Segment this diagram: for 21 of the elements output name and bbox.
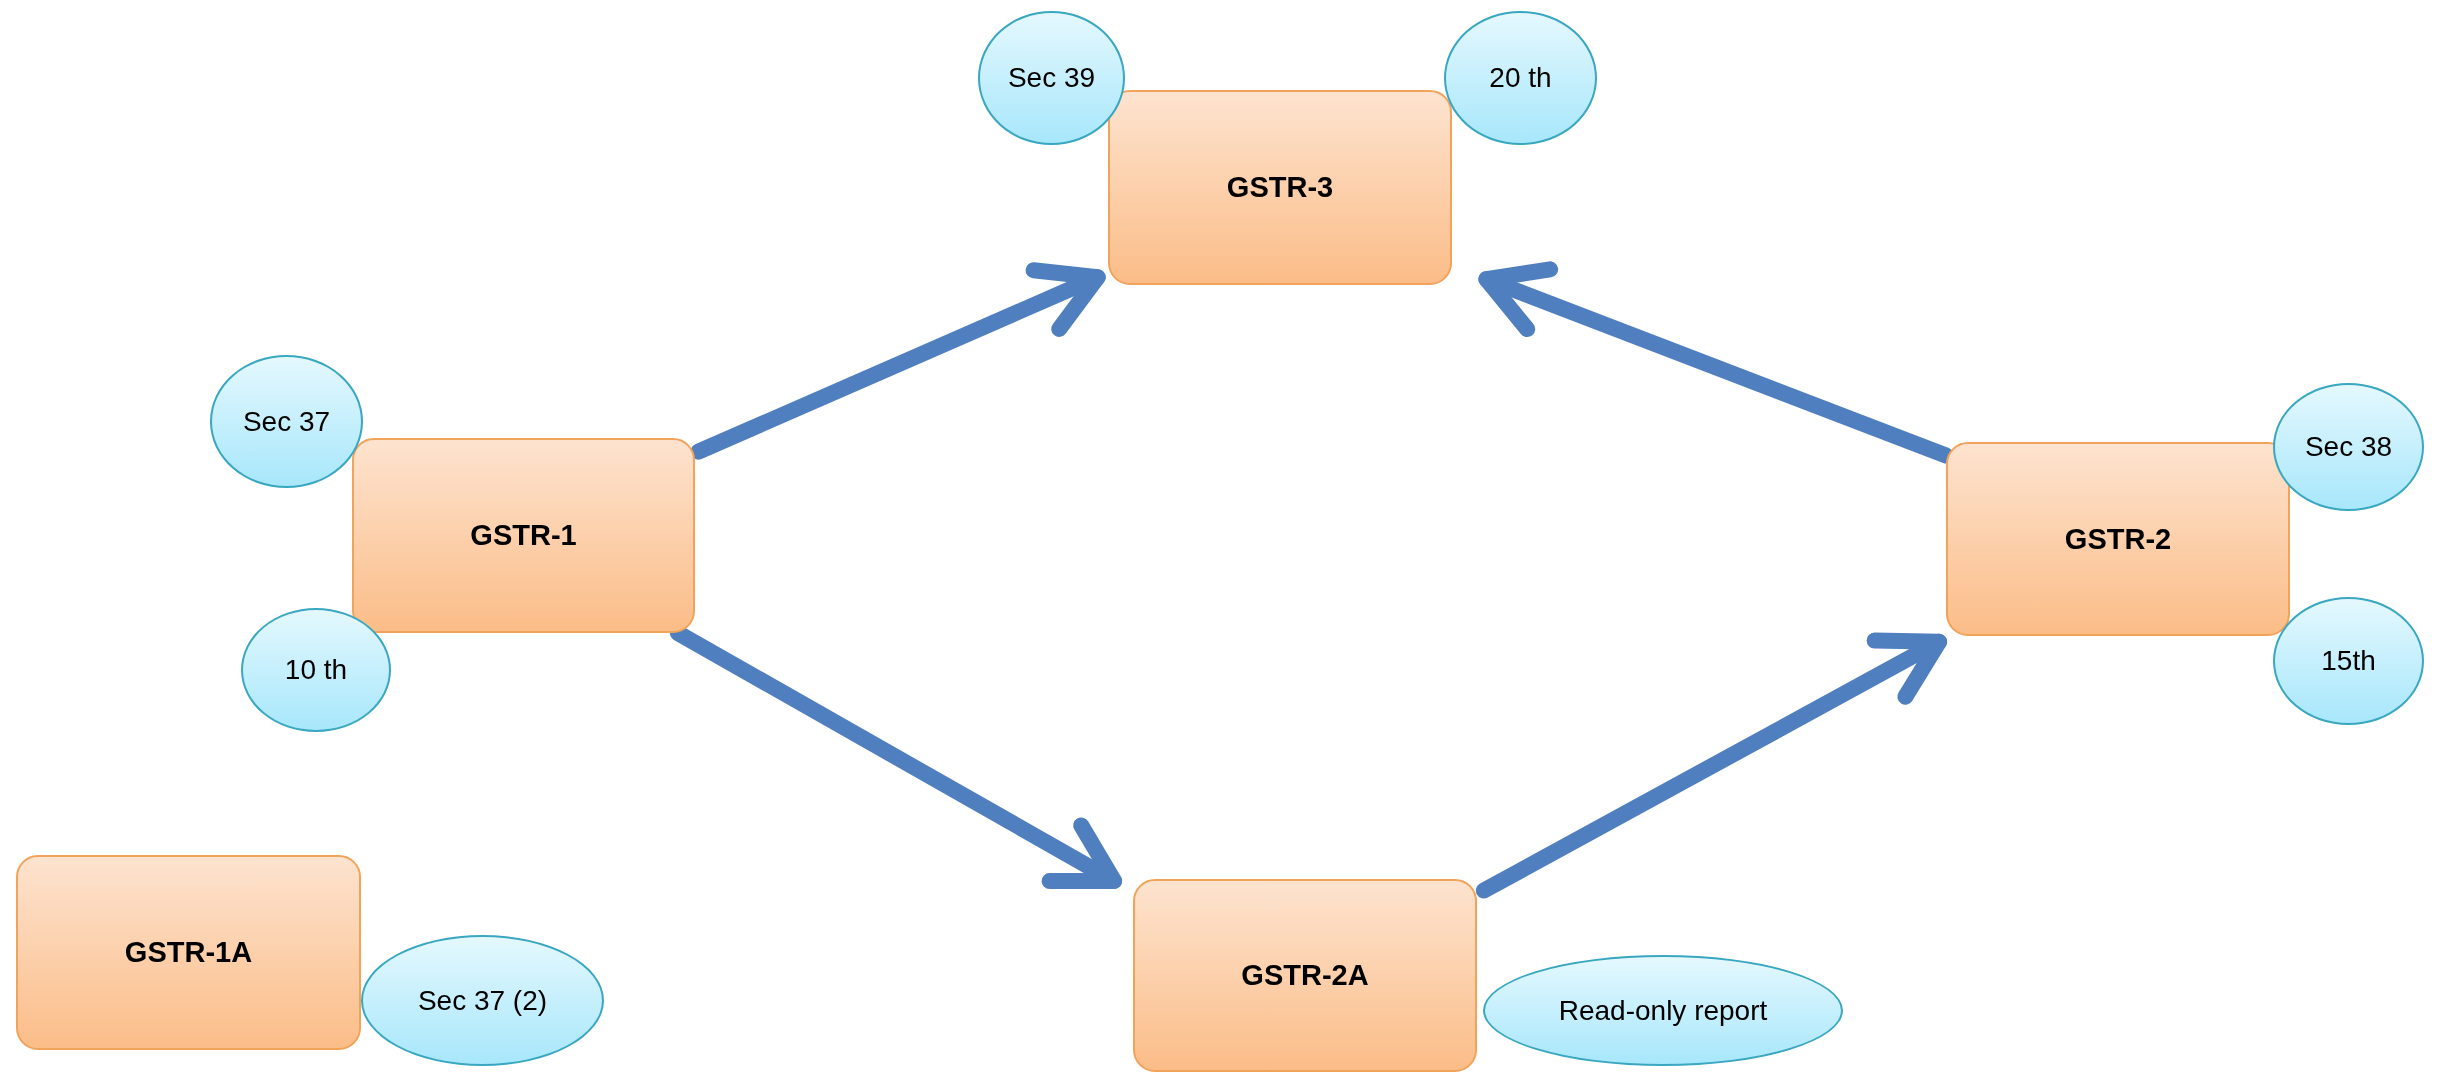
form-box [16, 855, 361, 1050]
form-name: GSTR-2 [2064, 522, 2172, 556]
form-name: GSTR-2A [1241, 959, 1369, 992]
note-text: 10 th [284, 654, 348, 686]
note-text: Sec 37 [242, 405, 331, 438]
arrow [1478, 261, 1954, 464]
note-text: Sec 37 (2) [417, 984, 548, 1017]
form-name: GSTR-1A [124, 936, 253, 969]
form-box [1133, 879, 1477, 1072]
form-name: GSTR-1 [470, 519, 577, 552]
note-text: 20 th [1489, 62, 1552, 94]
note-text: Sec 38 [2304, 431, 2393, 463]
note-text: 15th [2321, 645, 2376, 677]
note-text: Read-only report [1558, 994, 1768, 1027]
form-box [352, 438, 695, 633]
form-box [1946, 442, 2290, 636]
arrow [1475, 632, 1948, 899]
form-name: GSTR-3 [1226, 171, 1334, 204]
note-text: Sec 39 [1007, 62, 1096, 94]
form-box [1108, 90, 1452, 285]
arrow [690, 262, 1106, 460]
